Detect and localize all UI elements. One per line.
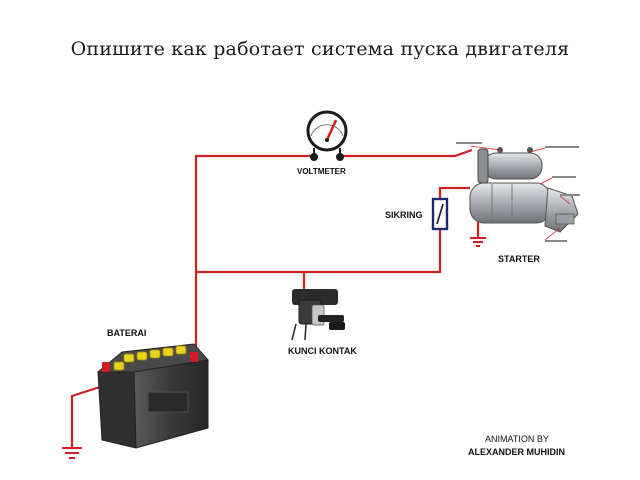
starter-callouts xyxy=(456,142,580,242)
wires xyxy=(70,148,480,447)
page-title: Опишите как работает система пуска двига… xyxy=(70,38,570,60)
credit-line-2: ALEXANDER MUHIDIN xyxy=(468,447,565,457)
wire-battery-ground xyxy=(70,384,104,447)
wire-voltmeter-left xyxy=(194,154,312,355)
battery-label: BATERAI xyxy=(107,328,146,338)
starter-label: STARTER xyxy=(498,254,540,264)
credit-line-1: ANIMATION BY xyxy=(485,434,549,444)
voltmeter-icon xyxy=(306,110,348,161)
battery-icon xyxy=(96,343,209,449)
wire-fuse-to-starter xyxy=(438,186,470,200)
ignition-label: KUNCI KONTAK xyxy=(288,346,357,356)
ground-icon xyxy=(470,237,486,247)
starter-motor-icon xyxy=(469,145,579,241)
fuse-icon xyxy=(431,197,449,231)
ground-icon xyxy=(62,447,82,459)
fuse-label: SIKRING xyxy=(385,210,423,220)
voltmeter-label: VOLTMETER xyxy=(297,167,346,176)
ignition-key-icon xyxy=(291,289,345,341)
wire-battery-to-fuse xyxy=(196,228,442,274)
wire-voltmeter-right xyxy=(342,148,473,158)
